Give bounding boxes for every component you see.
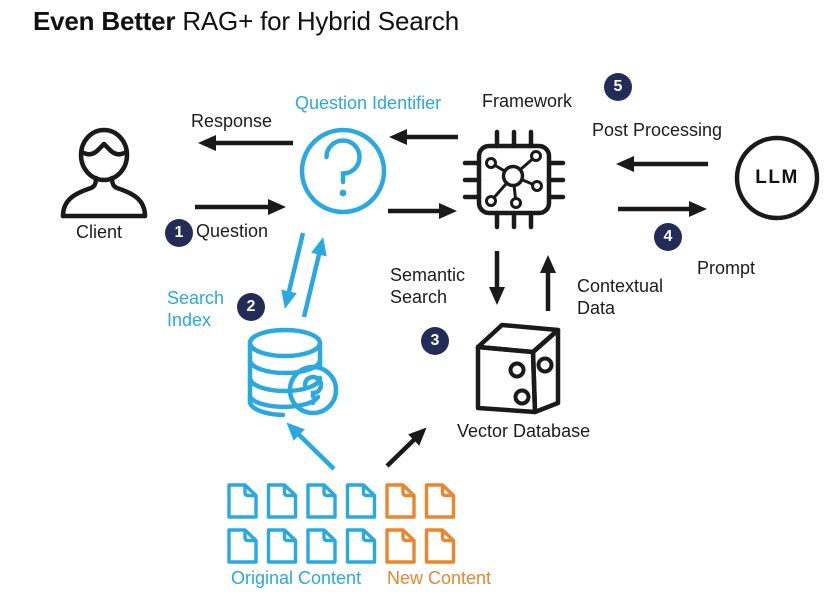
arrow-docs-to-vectordb: [385, 427, 427, 468]
prompt-label: Prompt: [697, 258, 756, 278]
original-content-doc-icon: [266, 483, 298, 519]
llm-icon: [734, 135, 820, 221]
vector-database-label: Vector Database: [457, 421, 591, 441]
llm-label: LLM: [755, 167, 799, 188]
framework-label: Framework: [482, 91, 573, 111]
original-content-doc-icon: [227, 528, 258, 564]
original-content-doc-icon: [227, 483, 258, 519]
question-identifier-icon: [299, 127, 387, 215]
question-identifier-label: Question Identifier: [295, 93, 442, 113]
original-content-doc-icon: [306, 528, 337, 564]
contextual-data-label: Contextual Data: [577, 276, 664, 318]
arrow-docs-to-searchindex: [286, 422, 336, 471]
new-content-doc-icon: [385, 483, 416, 519]
original-content-doc-icon: [345, 483, 377, 519]
search-index-label: Search Index: [167, 288, 225, 330]
new-content-doc-icon: [385, 528, 416, 564]
arrow-identifier-to-searchindex: [281, 232, 306, 309]
content-documents: [227, 483, 456, 564]
client-icon: [60, 127, 148, 219]
chip-network: [485, 150, 543, 209]
search-index-db-icon: [247, 327, 339, 418]
new-content-doc-icon: [424, 483, 456, 519]
original-content-doc-icon: [266, 528, 298, 564]
new-content-doc-icon: [424, 528, 456, 564]
client-label: Client: [76, 222, 123, 242]
chip-pins: [462, 129, 566, 230]
original-content-label: Original Content: [231, 568, 362, 588]
framework-chip-icon: [462, 129, 566, 230]
question-label: Question: [196, 221, 269, 241]
step-badge-1: 1: [165, 219, 193, 247]
step-badge-3: 3: [421, 327, 449, 355]
response-label: Response: [191, 111, 273, 131]
arrow-searchindex-to-identifier: [301, 237, 327, 318]
vector-database-icon: [475, 322, 561, 415]
new-content-label: New Content: [387, 568, 492, 588]
step-badge-2: 2: [237, 293, 265, 321]
title-rest: RAG+ for Hybrid Search: [175, 6, 459, 36]
semantic-search-label: Semantic Search: [390, 265, 466, 307]
title-bold: Even Better: [33, 6, 176, 36]
step-badge-5: 5: [604, 73, 632, 101]
post-processing-label: Post Processing: [592, 120, 723, 140]
step-badge-4: 4: [654, 223, 682, 251]
page-title: Even Better RAG+ for Hybrid Search: [33, 6, 459, 37]
original-content-doc-icon: [345, 528, 377, 564]
original-content-doc-icon: [306, 483, 337, 519]
